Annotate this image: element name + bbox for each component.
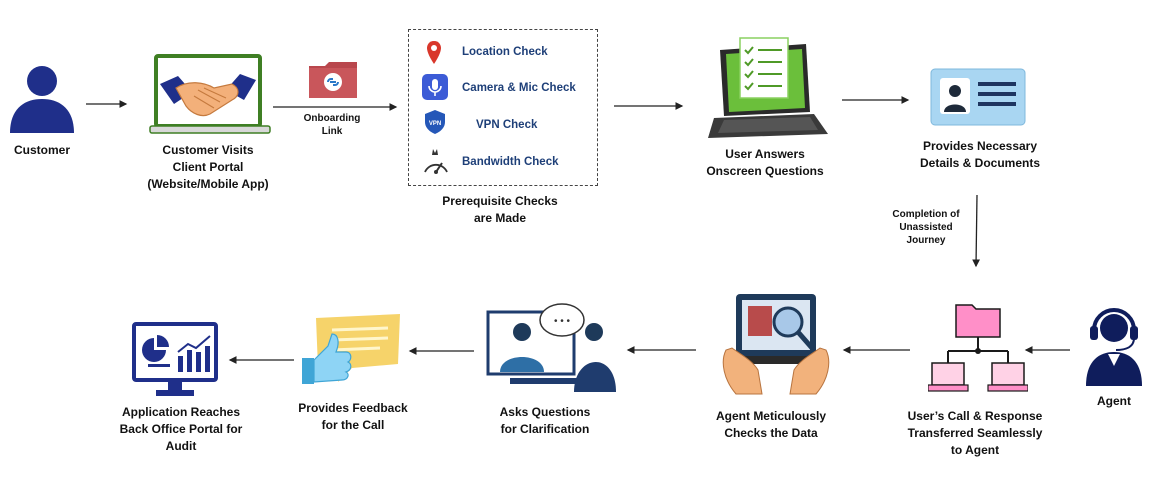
chat-dots-text: • • • (554, 316, 571, 327)
answers-label: User Answers Onscreen Questions (706, 147, 824, 178)
microphone-icon (422, 74, 448, 100)
vpn-check-label: VPN Check (476, 119, 538, 131)
tablet-magnifier-icon (722, 294, 830, 395)
vpn-badge-text: VPN (429, 121, 441, 127)
documents-label: Provides Necessary Details & Documents (919, 139, 1041, 170)
monitor-analytics-icon (132, 322, 218, 396)
speedometer-icon (424, 149, 448, 174)
transfer-label: User’s Call & Response Transferred Seaml… (907, 409, 1043, 457)
agent-headset-icon (1086, 308, 1142, 386)
client-portal-label: Customer Visits Client Portal (Website/M… (147, 143, 269, 191)
feedback-label: Provides Feedback for the Call (298, 401, 408, 432)
thumbs-up-feedback-icon (302, 314, 400, 384)
bandwidth-check-label: Bandwidth Check (462, 156, 559, 168)
check-data-label: Agent Meticulously Checks the Data (715, 409, 826, 440)
laptop-handshake-icon (149, 54, 271, 134)
back-office-label: Application Reaches Back Office Portal f… (119, 405, 243, 453)
laptop-checklist-icon (708, 37, 828, 138)
network-transfer-icon (928, 304, 1028, 392)
prerequisite-checks-box (408, 29, 598, 186)
customer-icon (10, 66, 74, 133)
link-folder-icon (309, 62, 357, 98)
location-check-label: Location Check (462, 46, 548, 58)
agent-label: Agent (1097, 394, 1131, 408)
camera-mic-check-label: Camera & Mic Check (462, 82, 576, 94)
completion-label: Completion of Unassisted Journey (892, 209, 960, 246)
vpn-shield-icon: VPN (425, 110, 445, 134)
id-card-icon (930, 68, 1026, 126)
arrow-documents-down (972, 194, 980, 268)
customer-label: Customer (13, 143, 70, 157)
onboarding-link-label: Onboarding Link (303, 113, 361, 137)
prerequisite-checks-label: Prerequisite Checks are Made (442, 194, 558, 225)
clarification-label: Asks Questions for Clarification (499, 405, 591, 436)
location-pin-icon (427, 41, 441, 64)
video-call-icon: • • • (486, 303, 616, 392)
